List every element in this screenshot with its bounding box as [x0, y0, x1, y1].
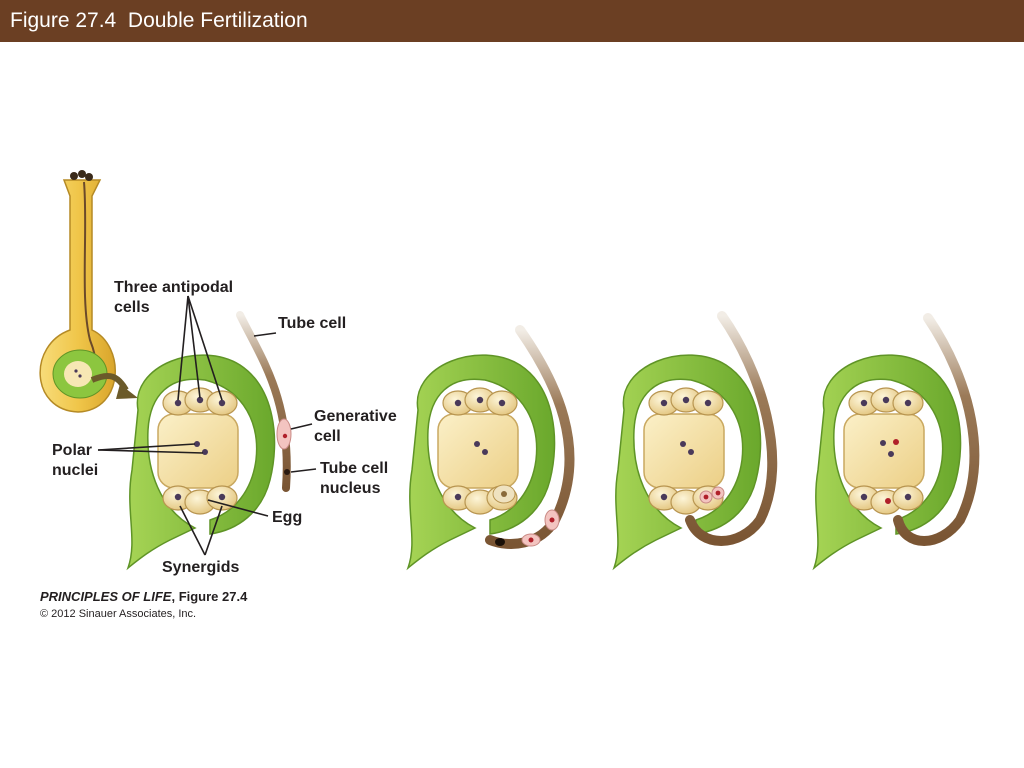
label-synergids: Synergids — [162, 559, 239, 576]
leader-lines — [97, 295, 317, 556]
credit-copyright: © 2012 Sinauer Associates, Inc. — [40, 608, 196, 620]
label-polar: Polar — [52, 442, 92, 459]
ovule-stage-2 — [407, 325, 575, 569]
label-three-antipodal: Three antipodal — [114, 279, 233, 296]
credit-figure: , Figure 27.4 — [171, 589, 248, 604]
label-tube-cell-nucleus-2: nucleus — [320, 480, 381, 497]
credit-book: PRINCIPLES OF LIFE — [40, 589, 172, 604]
ovule-stage-4 — [813, 313, 980, 569]
ovule-stage-1 — [127, 311, 292, 569]
label-generative-cell: cell — [314, 428, 341, 445]
slide-title: Figure 27.4 Double Fertilization — [10, 9, 308, 32]
ovule-stage-3 — [613, 311, 778, 569]
pistil — [39, 170, 138, 413]
label-tube-cell: Tube cell — [278, 315, 346, 332]
label-nuclei: nuclei — [52, 462, 98, 479]
label-egg: Egg — [272, 509, 302, 526]
credit-line: PRINCIPLES OF LIFE, Figure 27.4 — [40, 589, 248, 604]
label-tube-cell-nucleus-1: Tube cell — [320, 460, 388, 477]
title-bar: Figure 27.4 Double Fertilization — [0, 0, 1024, 42]
label-generative: Generative — [314, 408, 397, 425]
label-cells: cells — [114, 299, 150, 316]
